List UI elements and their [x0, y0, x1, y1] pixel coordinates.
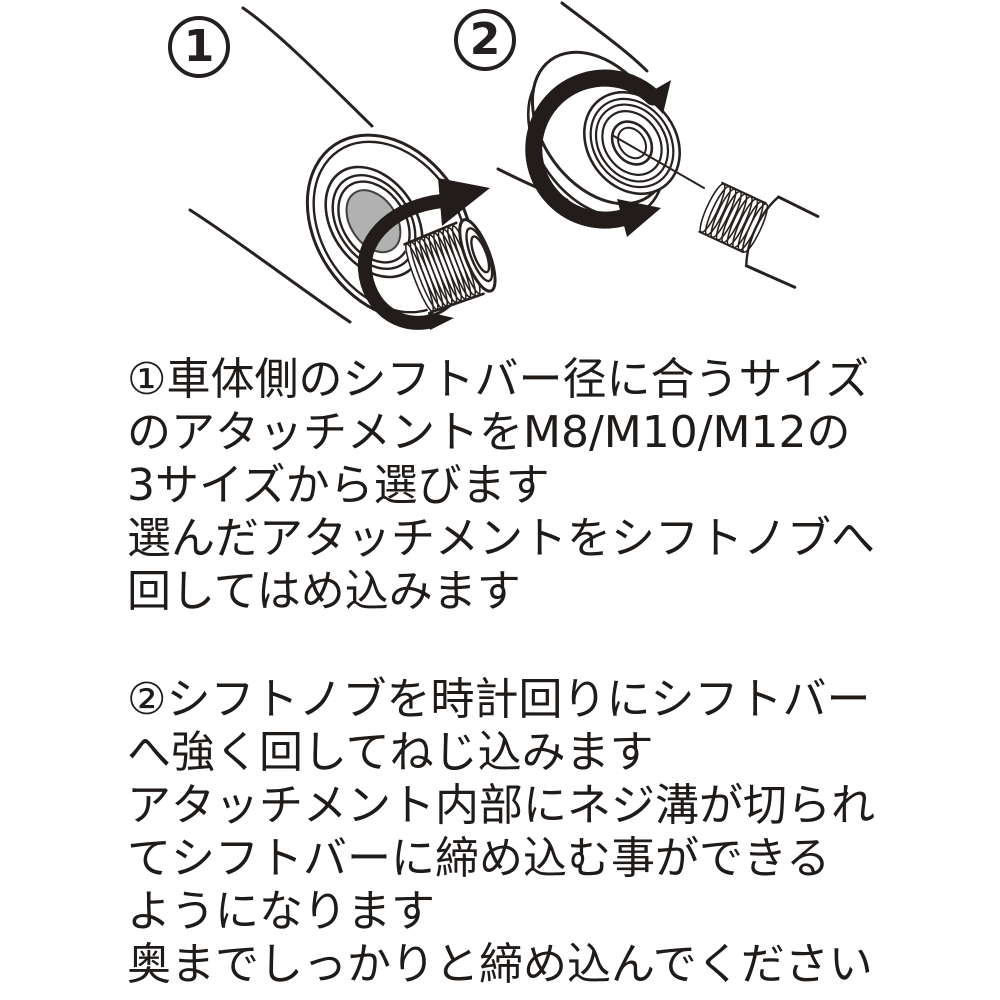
- step1-marker: 1: [168, 16, 230, 78]
- arrow-tail: [645, 80, 671, 114]
- recess-hole: [345, 189, 402, 254]
- rod-bottom-edge: [744, 264, 797, 289]
- threaded-attachment-icon: [402, 218, 497, 314]
- instruction-line: ②シフトノブを時計回りにシフトバー: [127, 674, 871, 725]
- installed-attachment-rings: [583, 90, 681, 196]
- instruction-line: のアタッチメントをM8/M10/M12の: [127, 407, 851, 458]
- figure-step1-knob-socket: [188, 6, 497, 330]
- instruction-line: 3サイズから選びます: [127, 460, 550, 511]
- rod-top-edge: [776, 195, 820, 218]
- instruction-line: てシフトバーに締め込む事ができる: [127, 833, 831, 884]
- rod-shoulder: [745, 195, 780, 267]
- instruction-line: 選んだアタッチメントをシフトノブへ: [127, 513, 875, 564]
- knob-silhouette-line: [188, 208, 352, 324]
- instruction-line: 回してはめ込みます: [127, 566, 521, 617]
- arrow-head: [617, 199, 661, 237]
- figure-step2-knob-and-bar: [496, 1, 827, 289]
- axis-line: [611, 134, 705, 189]
- instruction-line: ①車体側のシフトバー径に合うサイズ: [127, 354, 870, 405]
- arrow-tail: [428, 312, 454, 330]
- shift-bar-icon: [696, 180, 827, 289]
- instruction-line: へ強く回してねじ込みます: [127, 727, 654, 778]
- step2-instructions: ②シフトノブを時計回りにシフトバー へ強く回してねじ込みます アタッチメント内部…: [127, 673, 917, 991]
- rotate-arrow-icon: [357, 178, 490, 330]
- instruction-line: ようになります: [127, 886, 435, 937]
- installation-figures: [188, 1, 827, 330]
- knob-silhouette-line: [241, 6, 374, 128]
- instruction-line: アタッチメント内部にネジ溝が切られ: [127, 780, 875, 831]
- instruction-line: 奥までしっかりと締め込んでください: [127, 939, 873, 990]
- socket-recess: [324, 165, 424, 279]
- rotate-arrow-icon: [525, 69, 671, 237]
- knob-silhouette-line: [560, 1, 649, 73]
- arrow-head: [438, 178, 490, 226]
- step1-instructions: ①車体側のシフトバー径に合うサイズ のアタッチメントをM8/M10/M12の 3…: [127, 353, 917, 618]
- step2-marker: 2: [454, 9, 516, 71]
